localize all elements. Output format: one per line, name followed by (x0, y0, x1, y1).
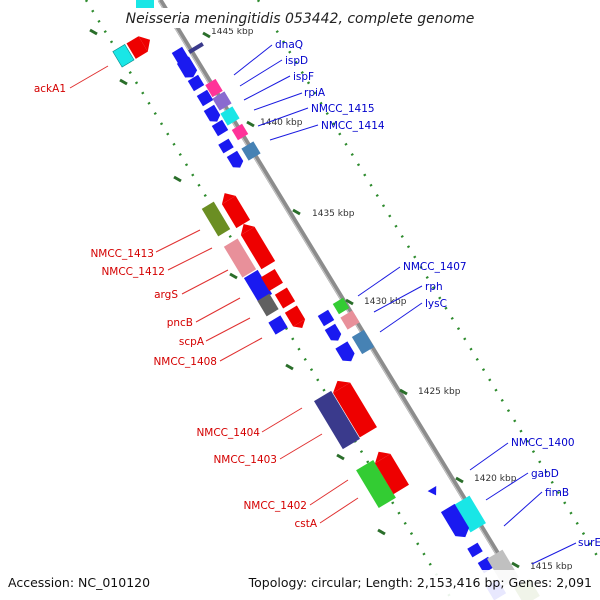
gene-lysC-blue[interactable] (324, 323, 344, 344)
gene-gabD[interactable] (440, 503, 472, 541)
label-surE[interactable]: surE (578, 537, 600, 549)
label-gabD[interactable]: gabD (531, 468, 559, 480)
tick-label-1415: 1415 kbp (530, 562, 573, 572)
right-gene-labels: dnaQ ispD ispF rpiA NMCC_1415 NMCC_1414 … (275, 39, 600, 549)
gene-ispF[interactable] (212, 91, 232, 111)
label-ackA1[interactable]: ackA1 (34, 83, 66, 95)
label-ispD[interactable]: ispD (285, 55, 308, 67)
gene-ackA1-block[interactable] (112, 32, 155, 68)
label-argS[interactable]: argS (154, 289, 178, 301)
title-backdrop (126, 8, 476, 28)
label-lysC[interactable]: lysC (425, 298, 447, 310)
label-NMCC_1400[interactable]: NMCC_1400 (511, 437, 575, 449)
gene-rph-blue[interactable] (317, 309, 335, 327)
label-dnaQ[interactable]: dnaQ (275, 39, 303, 51)
gene-rpiA[interactable] (220, 106, 240, 126)
gene-dnaQ-cluster[interactable] (171, 42, 246, 170)
accession-text: Accession: NC_010120 (8, 575, 150, 590)
label-NMCC_1415[interactable]: NMCC_1415 (311, 103, 375, 115)
gene-NMCC_1402[interactable] (371, 447, 409, 495)
tick-label-1430: 1430 kbp (364, 297, 407, 307)
tick-label-1435: 1435 kbp (312, 209, 355, 219)
gene-NMCC_1407[interactable] (332, 297, 350, 315)
tick-label-1445: 1445 kbp (211, 27, 254, 37)
label-NMCC_1408[interactable]: NMCC_1408 (153, 356, 217, 368)
label-NMCC_1414[interactable]: NMCC_1414 (321, 120, 385, 132)
label-ispF[interactable]: ispF (293, 71, 314, 83)
label-scpA[interactable]: scpA (179, 336, 205, 348)
gene-NMCC_1404[interactable] (314, 390, 360, 450)
gene-pncB[interactable] (257, 293, 279, 317)
gene-top-cyan-partial (136, 0, 154, 8)
label-NMCC_1407[interactable]: NMCC_1407 (403, 261, 467, 273)
tick-label-1420: 1420 kbp (474, 474, 517, 484)
tick-marks (89, 28, 520, 569)
gene-fimB[interactable] (467, 542, 483, 558)
label-pncB[interactable]: pncB (167, 317, 193, 329)
label-fimB[interactable]: fimB (545, 487, 569, 499)
left-gene-labels: ackA1 NMCC_1413 NMCC_1412 argS pncB scpA… (34, 83, 318, 530)
gene-argS-red[interactable] (261, 269, 283, 291)
gene-lysC-blue2[interactable] (335, 341, 357, 364)
label-cstA[interactable]: cstA (294, 518, 317, 530)
label-NMCC_1404[interactable]: NMCC_1404 (196, 427, 260, 439)
right-leader-lines (233, 44, 577, 565)
gene-NMCC_1403[interactable] (329, 376, 377, 438)
gene-scpA-red[interactable] (284, 305, 308, 332)
gene-NMCC_1413[interactable] (201, 201, 231, 237)
genome-summary-text: Topology: circular; Length: 2,153,416 bp… (248, 575, 592, 590)
gene-NMCC_1400[interactable] (454, 495, 486, 533)
gene-argS[interactable] (243, 269, 273, 303)
gene-cstA[interactable] (356, 459, 396, 509)
gene-NMCC_1415[interactable] (231, 123, 249, 141)
tick-label-1425: 1425 kbp (418, 387, 461, 397)
label-NMCC_1412[interactable]: NMCC_1412 (101, 266, 165, 278)
gene-NMCC_1413b[interactable] (218, 189, 251, 229)
gene-lysC[interactable] (351, 329, 375, 355)
gene-NMCC_1412[interactable] (223, 238, 257, 278)
left-leader-lines (69, 65, 359, 524)
gene-pncB-red[interactable] (274, 287, 296, 309)
footer-backdrop (0, 570, 600, 600)
map-title: Neisseria meningitidis 053442, complete … (126, 11, 475, 27)
gene-rph[interactable] (340, 310, 360, 330)
gene-ispD[interactable] (205, 78, 223, 98)
gene-scpA[interactable] (268, 315, 288, 335)
gene-small-arrow[interactable] (427, 485, 441, 498)
label-NMCC_1413[interactable]: NMCC_1413 (90, 248, 154, 260)
gene-NMCC_1414[interactable] (241, 141, 261, 161)
label-NMCC_1402[interactable]: NMCC_1402 (243, 500, 307, 512)
gene-NMCC_1412b[interactable] (237, 220, 276, 270)
label-rpiA[interactable]: rpiA (304, 87, 326, 99)
label-NMCC_1403[interactable]: NMCC_1403 (213, 454, 277, 466)
label-rph[interactable]: rph (425, 281, 443, 293)
tick-label-1440: 1440 kbp (260, 118, 303, 128)
